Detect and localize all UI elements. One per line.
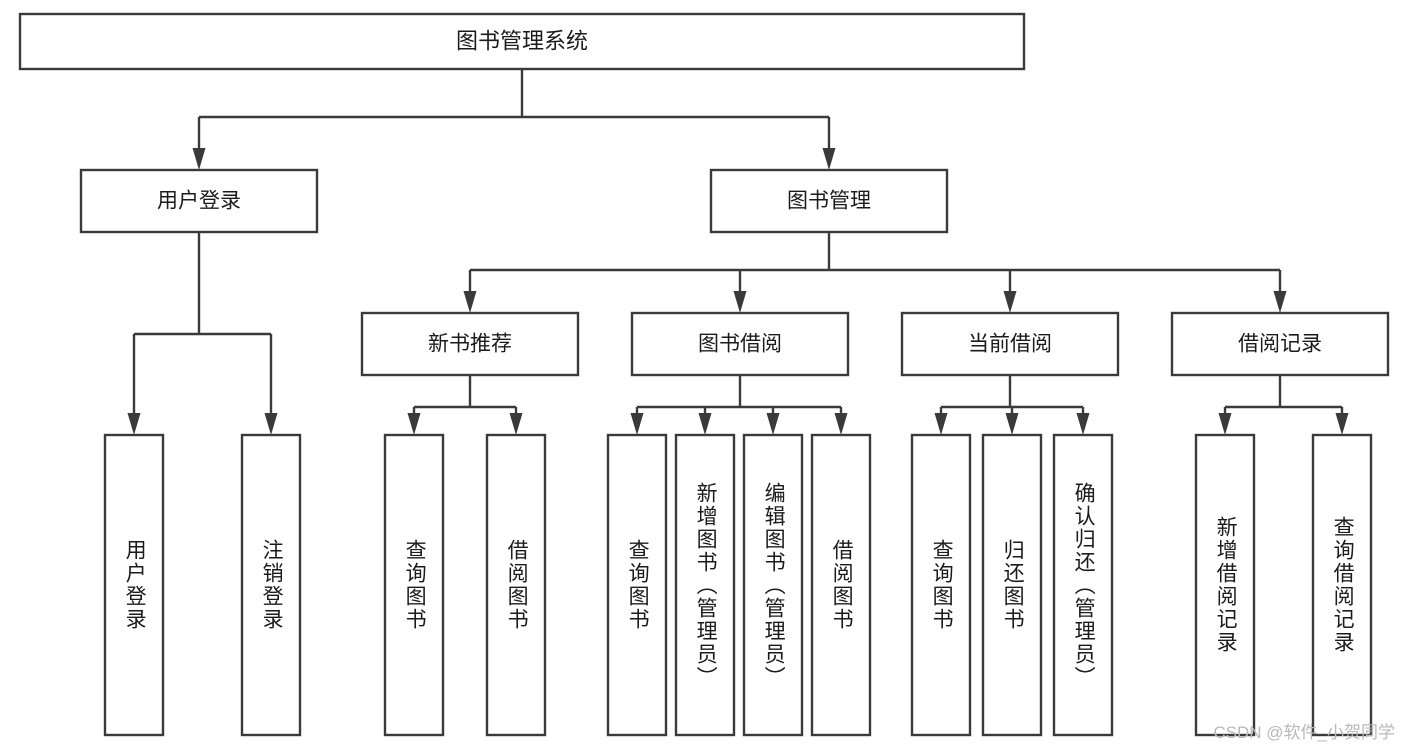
node-leaf-query-book-borrow[interactable] bbox=[606, 433, 668, 737]
connector-bookmanage-to-level3 bbox=[463, 232, 1287, 313]
node-label-new-book-rec: 新书推荐 bbox=[428, 333, 512, 356]
node-leaf-query-book-cur[interactable] bbox=[910, 433, 972, 737]
connector-userlogin-to-leaves bbox=[127, 232, 278, 435]
node-label-root: 图书管理系统 bbox=[456, 28, 588, 53]
node-leaf-borrow-book-rec[interactable] bbox=[485, 433, 547, 737]
csdn-watermark: CSDN @软件_小贺同学 bbox=[1213, 723, 1395, 742]
node-leaf-borrow-book[interactable] bbox=[810, 433, 872, 737]
node-label-borrow-record: 借阅记录 bbox=[1238, 333, 1322, 356]
node-book-borrow[interactable] bbox=[630, 311, 850, 377]
node-leaf-return-book[interactable] bbox=[981, 433, 1043, 737]
connector-newbook-to-leaves bbox=[407, 375, 523, 435]
node-root[interactable] bbox=[18, 12, 1026, 71]
connector-borrowrecord-to-leaves bbox=[1218, 375, 1349, 435]
node-leaf-query-book-rec[interactable] bbox=[383, 433, 445, 737]
connectors-layer bbox=[127, 69, 1349, 435]
connector-currentborrow-to-leaves bbox=[934, 375, 1090, 435]
node-borrow-record[interactable] bbox=[1170, 311, 1390, 377]
node-label-book-manage: 图书管理 bbox=[787, 190, 871, 213]
node-user-login[interactable] bbox=[79, 168, 319, 234]
node-new-book-rec[interactable] bbox=[360, 311, 580, 377]
node-leaf-user-login[interactable] bbox=[103, 433, 165, 737]
node-leaf-confirm-return[interactable] bbox=[1052, 433, 1114, 737]
node-leaf-query-record[interactable] bbox=[1311, 433, 1373, 737]
node-boxes-layer bbox=[18, 12, 1390, 737]
node-label-book-borrow: 图书借阅 bbox=[698, 333, 782, 356]
node-leaf-logout[interactable] bbox=[240, 433, 302, 737]
node-label-current-borrow: 当前借阅 bbox=[968, 333, 1052, 356]
node-leaf-edit-book[interactable] bbox=[742, 433, 804, 737]
node-leaf-add-record[interactable] bbox=[1194, 433, 1256, 737]
connector-bookborrow-to-leaves bbox=[630, 375, 848, 435]
node-leaf-add-book[interactable] bbox=[674, 433, 736, 737]
node-label-user-login: 用户登录 bbox=[157, 190, 241, 213]
connector-root-to-level2 bbox=[192, 69, 836, 170]
node-current-borrow[interactable] bbox=[900, 311, 1120, 377]
node-book-manage[interactable] bbox=[709, 168, 949, 234]
